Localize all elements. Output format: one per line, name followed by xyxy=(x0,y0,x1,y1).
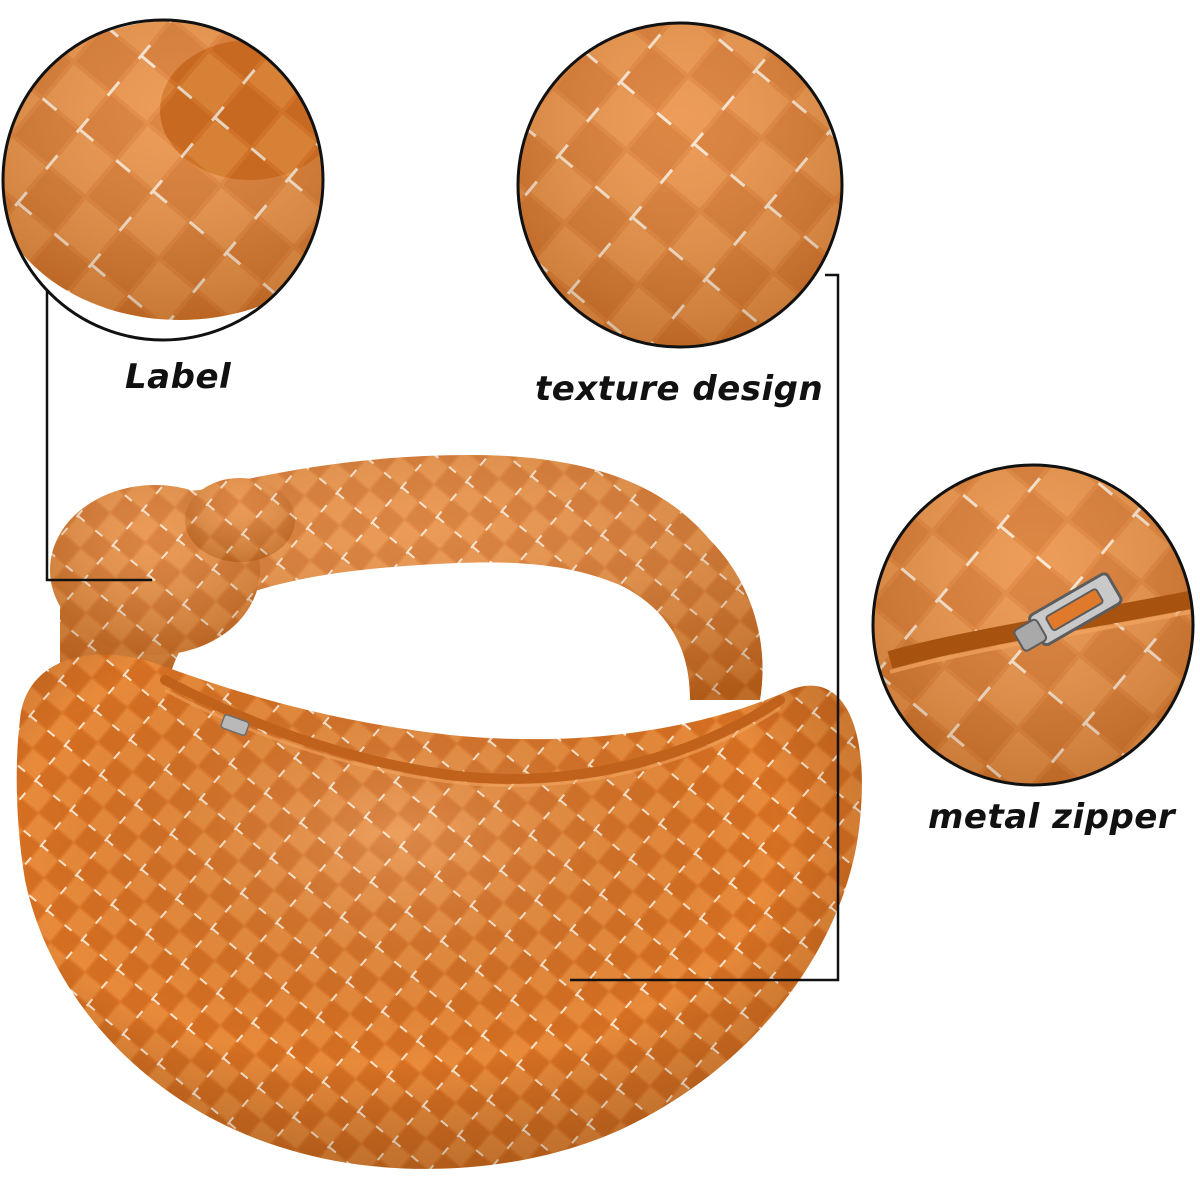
callout-zipper-circle xyxy=(871,463,1195,787)
zipper-pull xyxy=(220,714,250,736)
bag-knot xyxy=(50,478,295,655)
leader-lines xyxy=(45,273,840,982)
callout-zipper xyxy=(871,463,1195,787)
callout-texture-circle xyxy=(516,21,844,349)
handbag xyxy=(16,455,862,1169)
leader-line-texture xyxy=(570,273,840,982)
callout-label-zipper: metal zipper xyxy=(928,797,1176,837)
leader-line-knot xyxy=(45,290,152,582)
bag-opening xyxy=(160,675,785,784)
callout-texture xyxy=(516,21,844,349)
zipper-icon xyxy=(1013,572,1123,652)
callout-knot xyxy=(1,18,325,342)
callout-label-texture: texture design xyxy=(535,369,824,409)
callout-knot-circle xyxy=(1,18,325,342)
callout-label-knot: Label xyxy=(125,357,232,397)
